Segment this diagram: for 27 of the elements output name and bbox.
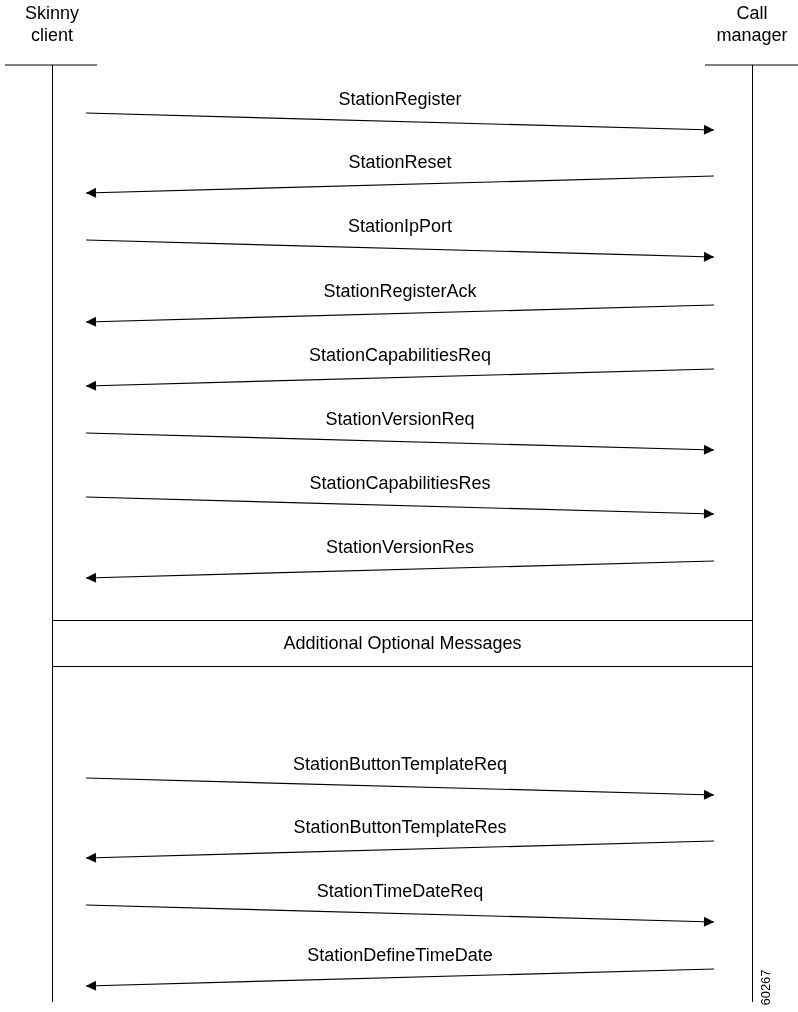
message-arrow [85, 968, 715, 991]
message-arrow [85, 840, 715, 863]
message-label: StationVersionReq [325, 408, 475, 430]
message-label: StationCapabilitiesRes [309, 472, 491, 494]
message-arrow [85, 112, 715, 135]
message-label: StationDefineTimeDate [307, 944, 493, 966]
message-label: StationReset [348, 151, 452, 173]
message-label: StationRegister [338, 88, 462, 110]
message-arrow [85, 777, 715, 800]
message-label: StationButtonTemplateRes [293, 816, 507, 838]
message-label: StationCapabilitiesReq [308, 344, 492, 366]
message-arrow [85, 560, 715, 583]
message-label: StationButtonTemplateReq [292, 753, 508, 775]
message-arrow [85, 175, 715, 198]
message-arrow [85, 496, 715, 519]
note-box [52, 620, 753, 667]
message-label: StationVersionRes [325, 536, 475, 558]
message-label: StationIpPort [347, 215, 453, 237]
message-label: StationTimeDateReq [316, 880, 484, 902]
message-arrow [85, 904, 715, 927]
note-text: Additional Optional Messages [283, 632, 522, 655]
message-arrow [85, 304, 715, 327]
message-label: StationRegisterAck [323, 280, 477, 302]
message-arrow [85, 432, 715, 455]
figure-number: 60267 [757, 969, 773, 1006]
message-arrow [85, 239, 715, 262]
message-arrow [85, 368, 715, 391]
